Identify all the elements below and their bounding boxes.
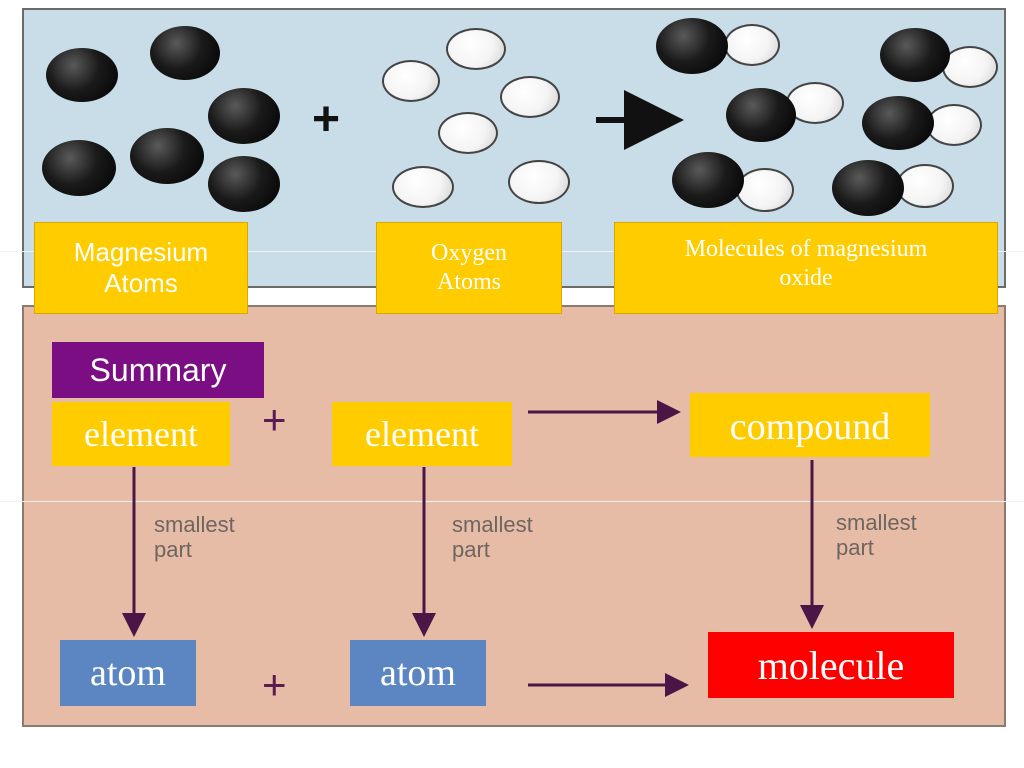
magnesium-atom xyxy=(672,152,744,208)
molecule-box: molecule xyxy=(708,632,954,698)
plus-sign: + xyxy=(262,661,287,708)
plus-sign: + xyxy=(262,396,287,443)
smallest-part-annotation: smallest part xyxy=(452,512,533,563)
summary-heading: Summary xyxy=(52,342,264,398)
label-oxygen-atoms: Oxygen Atoms xyxy=(376,222,562,314)
element-box: element xyxy=(332,402,512,466)
magnesium-atom xyxy=(726,88,796,142)
magnesium-atom xyxy=(832,160,904,216)
magnesium-atom xyxy=(46,48,118,102)
atom-box: atom xyxy=(60,640,196,706)
oxygen-atom xyxy=(942,46,998,88)
magnesium-atom xyxy=(130,128,204,184)
magnesium-atom xyxy=(862,96,934,150)
label-text: Oxygen Atoms xyxy=(431,240,507,295)
smallest-part-annotation: smallest part xyxy=(154,512,235,563)
plus-sign: + xyxy=(312,93,341,146)
compound-box: compound xyxy=(690,393,930,457)
oxygen-atom xyxy=(446,28,506,70)
oxygen-atom xyxy=(926,104,982,146)
label-magnesium-atoms: Magnesium Atoms xyxy=(34,222,248,314)
divider-line xyxy=(0,501,1024,502)
oxygen-atom xyxy=(500,76,560,118)
magnesium-atom xyxy=(150,26,220,80)
magnesium-atom xyxy=(208,88,280,144)
magnesium-atom xyxy=(880,28,950,82)
smallest-part-annotation: smallest part xyxy=(836,510,917,561)
oxygen-atom xyxy=(896,164,954,208)
magnesium-atom xyxy=(656,18,728,74)
oxygen-atom xyxy=(382,60,440,102)
label-text: Magnesium Atoms xyxy=(73,236,209,298)
oxygen-atom xyxy=(508,160,570,204)
atom-box: atom xyxy=(350,640,486,706)
element-box: element xyxy=(52,402,230,466)
magnesium-atom xyxy=(42,140,116,196)
label-molecules-magnesium-oxide: Molecules of magnesium oxide xyxy=(614,222,998,314)
oxygen-atom xyxy=(392,166,454,208)
label-text: Molecules of magnesium oxide xyxy=(684,236,928,291)
oxygen-atom xyxy=(438,112,498,154)
magnesium-atom xyxy=(208,156,280,212)
